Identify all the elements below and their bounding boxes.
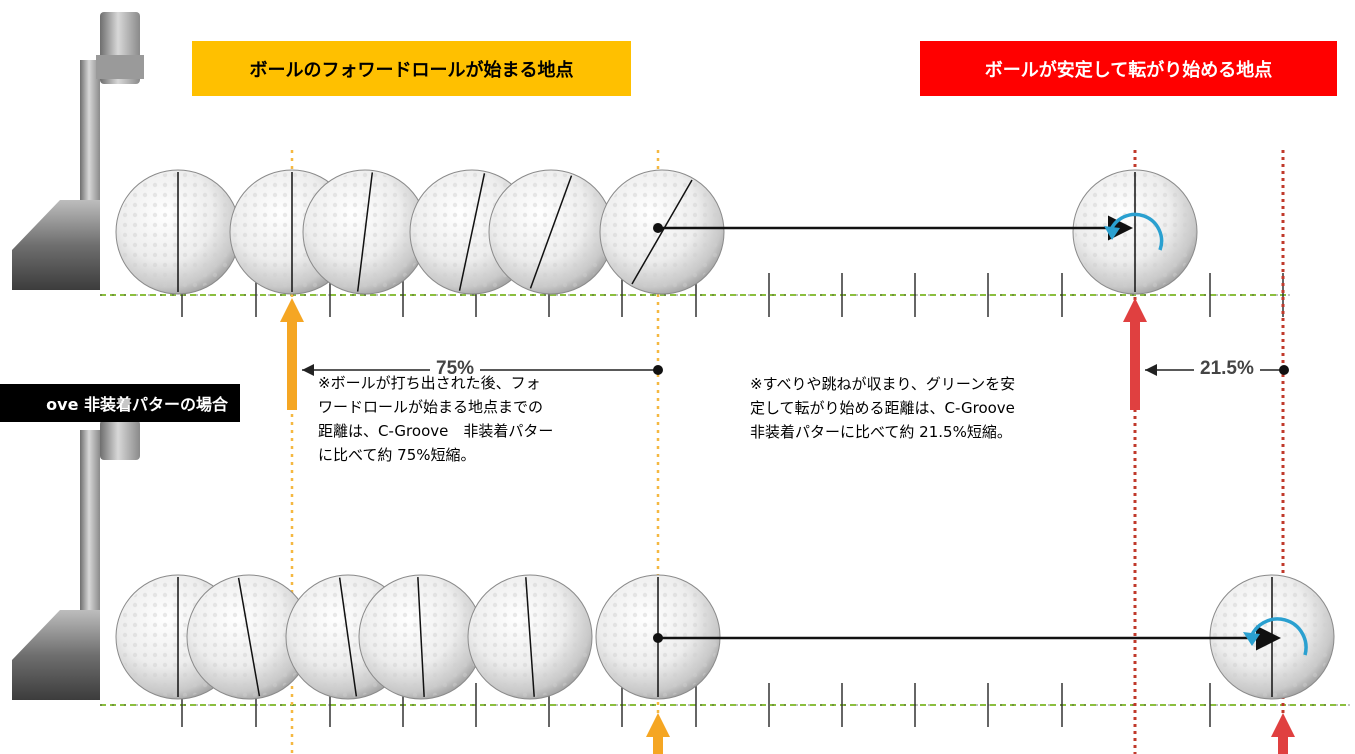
balls-top-row xyxy=(115,169,1198,295)
note-line: 距離は、C-Groove 非装着パター xyxy=(318,422,554,440)
golf-ball xyxy=(302,169,428,295)
red-arrow-bottom xyxy=(1271,713,1295,754)
rotation-icon-bottom xyxy=(1243,617,1308,656)
note-line: に比べて約 75%短縮。 xyxy=(318,446,476,464)
golf-ball xyxy=(186,574,312,700)
note-line: 非装着パターに比べて約 21.5%短縮。 xyxy=(750,423,1012,441)
note-line: 定して転がり始める距離は、C-Groove xyxy=(750,399,1015,417)
non-groove-case-label: ove 非装着パターの場合 xyxy=(0,384,240,422)
orange-arrow-bottom xyxy=(646,713,670,754)
note-stable-roll: ※すべりや跳ねが収まり、グリーンを安 定して転がり始める距離は、C-Groove… xyxy=(750,372,1118,444)
roll-arrow-top xyxy=(653,215,1133,241)
golf-ball xyxy=(115,169,241,295)
golf-ball xyxy=(467,574,593,700)
stable-roll-banner: ボールが安定して転がり始める地点 xyxy=(920,41,1337,96)
putter-bottom-icon xyxy=(12,420,140,700)
golf-ball xyxy=(488,169,614,295)
red-arrow-top xyxy=(1123,298,1147,410)
note-line: ※すべりや跳ねが収まり、グリーンを安 xyxy=(750,375,1016,393)
forward-roll-banner: ボールのフォワードロールが始まる地点 xyxy=(192,41,631,96)
note-line: ※ボールが打ち出された後、フォ xyxy=(318,374,541,392)
golf-ball xyxy=(599,169,725,295)
putter-top-icon xyxy=(12,12,144,290)
reduction-215-label: 21.5% xyxy=(1194,358,1260,380)
roll-arrow-bottom xyxy=(653,625,1281,651)
note-line: ワードロールが始まる地点までの xyxy=(318,398,544,416)
rotation-icon-top xyxy=(1104,212,1164,251)
golf-ball xyxy=(1072,169,1198,295)
orange-arrow-top xyxy=(280,298,304,410)
reduction-75-label: 75% xyxy=(430,358,481,380)
golf-ball xyxy=(358,574,484,700)
note-forward-roll: ※ボールが打ち出された後、フォ ワードロールが始まる地点までの 距離は、C-Gr… xyxy=(318,371,644,467)
